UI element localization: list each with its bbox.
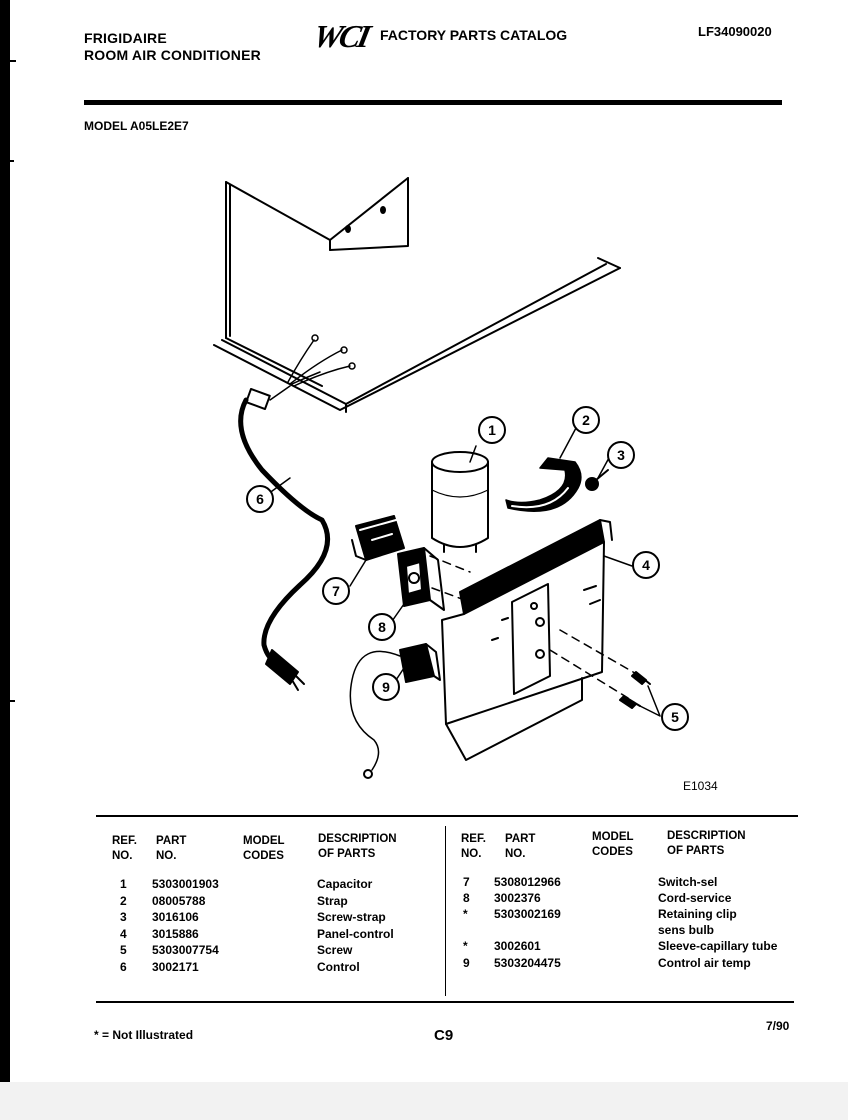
scan-mark [10, 60, 16, 62]
cabinet-bolts [345, 206, 386, 233]
header-ref-right: REF.NO. [461, 833, 486, 860]
table-row: 8 3002376 Cord-service [463, 891, 732, 905]
table-row: 1 5303001903 Capacitor [120, 877, 373, 891]
callout-circle [372, 673, 400, 701]
control-thermostat [397, 547, 471, 611]
callout-number: 5 [671, 709, 679, 725]
table-row: * 3002601 Sleeve-capillary tube [463, 939, 778, 953]
callout-number: 9 [382, 679, 390, 695]
callout-number: 8 [378, 619, 386, 635]
table-row: 2 08005788 Strap [120, 894, 348, 908]
header-ref-left: REF.NO. [112, 835, 137, 862]
control-panel [441, 519, 613, 761]
table-top-rule [96, 815, 798, 817]
cabinet-outline [213, 177, 621, 413]
revision-date: 7/90 [766, 1019, 790, 1033]
cabinet-wires [287, 334, 356, 387]
callout-number: 3 [617, 447, 625, 463]
callout-number: 6 [256, 491, 264, 507]
scan-bottom-band [0, 1082, 848, 1120]
callout-circle [368, 613, 396, 641]
callout-3: 3 [607, 441, 635, 469]
table-row: 6 3002171 Control [120, 960, 360, 974]
strap-screw [585, 469, 609, 491]
table-row: 4 3015886 Panel-control [120, 927, 394, 941]
callout-4: 4 [632, 551, 660, 579]
table-column-divider [445, 826, 446, 996]
callout-circle [572, 406, 600, 434]
callout-2: 2 [572, 406, 600, 434]
diagram-code: E1034 [683, 779, 718, 793]
catalog-title: FACTORY PARTS CATALOG [380, 27, 568, 43]
callout-group: 1 2 3 4 5 6 7 8 9 [246, 406, 689, 731]
callout-circle [607, 441, 635, 469]
page-number: C9 [434, 1027, 454, 1044]
table-row: 5 5303007754 Screw [120, 943, 353, 957]
exploded-parts-diagram: 1 2 3 4 5 6 7 8 9 [213, 177, 689, 779]
callout-circle [632, 551, 660, 579]
table-bottom-rule [96, 1001, 794, 1003]
scan-mark [10, 160, 14, 162]
header-rule [84, 100, 782, 105]
document-number: LF34090020 [698, 24, 772, 39]
table-row: * 5303002169 Retaining clip [463, 907, 737, 921]
table-row: 7 5308012966 Switch-sel [463, 875, 718, 889]
table-row: 3 3016106 Screw-strap [120, 910, 386, 924]
table-row: sens bulb [658, 923, 715, 937]
scan-mark [10, 700, 15, 702]
callout-circle [661, 703, 689, 731]
callout-6: 6 [246, 485, 274, 513]
callout-9: 9 [372, 673, 400, 701]
callout-number: 7 [332, 583, 340, 599]
callout-8: 8 [368, 613, 396, 641]
selector-switch [351, 515, 405, 561]
callout-circle [478, 416, 506, 444]
air-temp-control [349, 643, 441, 779]
product-line: ROOM AIR CONDITIONER [84, 47, 261, 63]
brand-name: FRIGIDAIRE [84, 30, 167, 46]
brand-block: FRIGIDAIRE ROOM AIR CONDITIONER [84, 30, 261, 64]
panel-screws [549, 629, 651, 709]
table-row: 9 5303204475 Control air temp [463, 956, 751, 970]
callout-number: 4 [642, 557, 650, 573]
callout-number: 2 [582, 412, 590, 428]
strap [505, 457, 582, 512]
callout-circle [246, 485, 274, 513]
footnote: * = Not Illustrated [94, 1028, 194, 1042]
callout-1: 1 [478, 416, 506, 444]
scan-edge [0, 0, 10, 1120]
model-label: MODEL A05LE2E7 [84, 119, 189, 133]
callout-7: 7 [322, 577, 350, 605]
callout-5: 5 [661, 703, 689, 731]
capacitor [431, 451, 489, 553]
callout-number: 1 [488, 422, 496, 438]
callout-circle [322, 577, 350, 605]
service-cord [238, 385, 331, 691]
